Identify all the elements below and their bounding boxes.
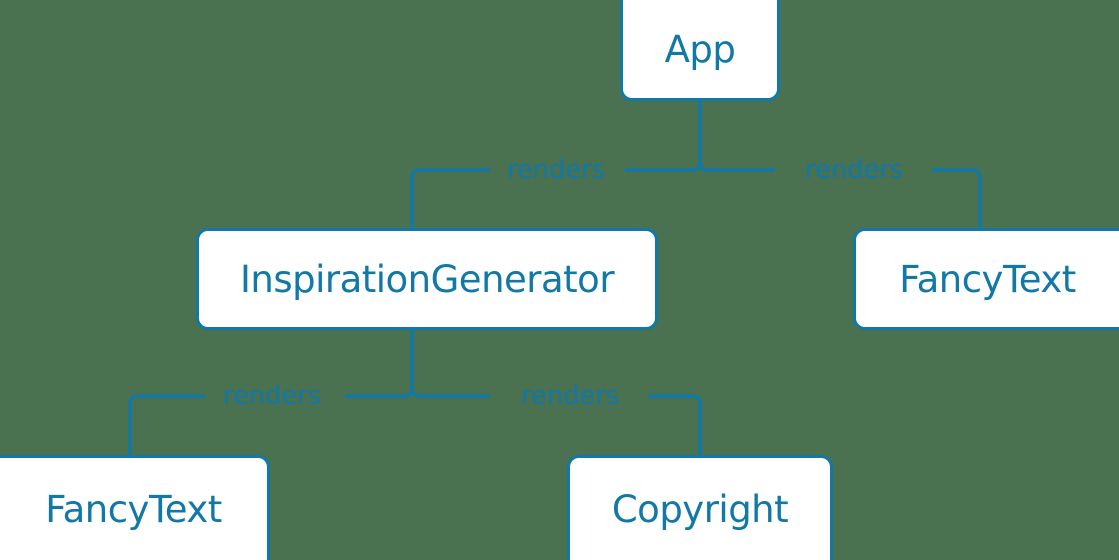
node-copyright-label: Copyright: [611, 487, 789, 531]
node-fancytext-right[interactable]: FancyText: [853, 228, 1119, 330]
node-fancytext-bottom[interactable]: FancyText: [0, 455, 270, 560]
edge-label-inspirationgenerator-to-fancytext-bottom: renders: [223, 381, 321, 411]
node-app[interactable]: App: [620, 0, 780, 101]
edge-inspirationgenerator-to-copyright: [648, 394, 702, 455]
edge-inspirationgenerator-trunk: [345, 330, 414, 398]
edge-inspirationgenerator-to-fancytext-bottom: [128, 394, 205, 455]
edge-inspirationgenerator-trunk-right: [410, 387, 490, 398]
node-app-label: App: [664, 27, 736, 71]
node-fancytext-right-label: FancyText: [899, 257, 1076, 301]
edge-app-to-inspirationgenerator: [410, 168, 490, 228]
node-inspiration-generator-label: InspirationGenerator: [239, 257, 615, 301]
edge-label-app-to-fancytext-right: renders: [805, 155, 903, 185]
edge-label-app-to-inspirationgenerator: renders: [507, 155, 605, 185]
node-copyright[interactable]: Copyright: [567, 455, 833, 560]
edge-label-inspirationgenerator-to-copyright: renders: [521, 381, 619, 411]
node-fancytext-bottom-label: FancyText: [45, 487, 222, 531]
edge-app-trunk-right: [698, 161, 775, 172]
edge-app-trunk: [625, 100, 702, 172]
edge-app-to-fancytext-right: [932, 168, 982, 228]
node-inspiration-generator[interactable]: InspirationGenerator: [196, 228, 658, 330]
